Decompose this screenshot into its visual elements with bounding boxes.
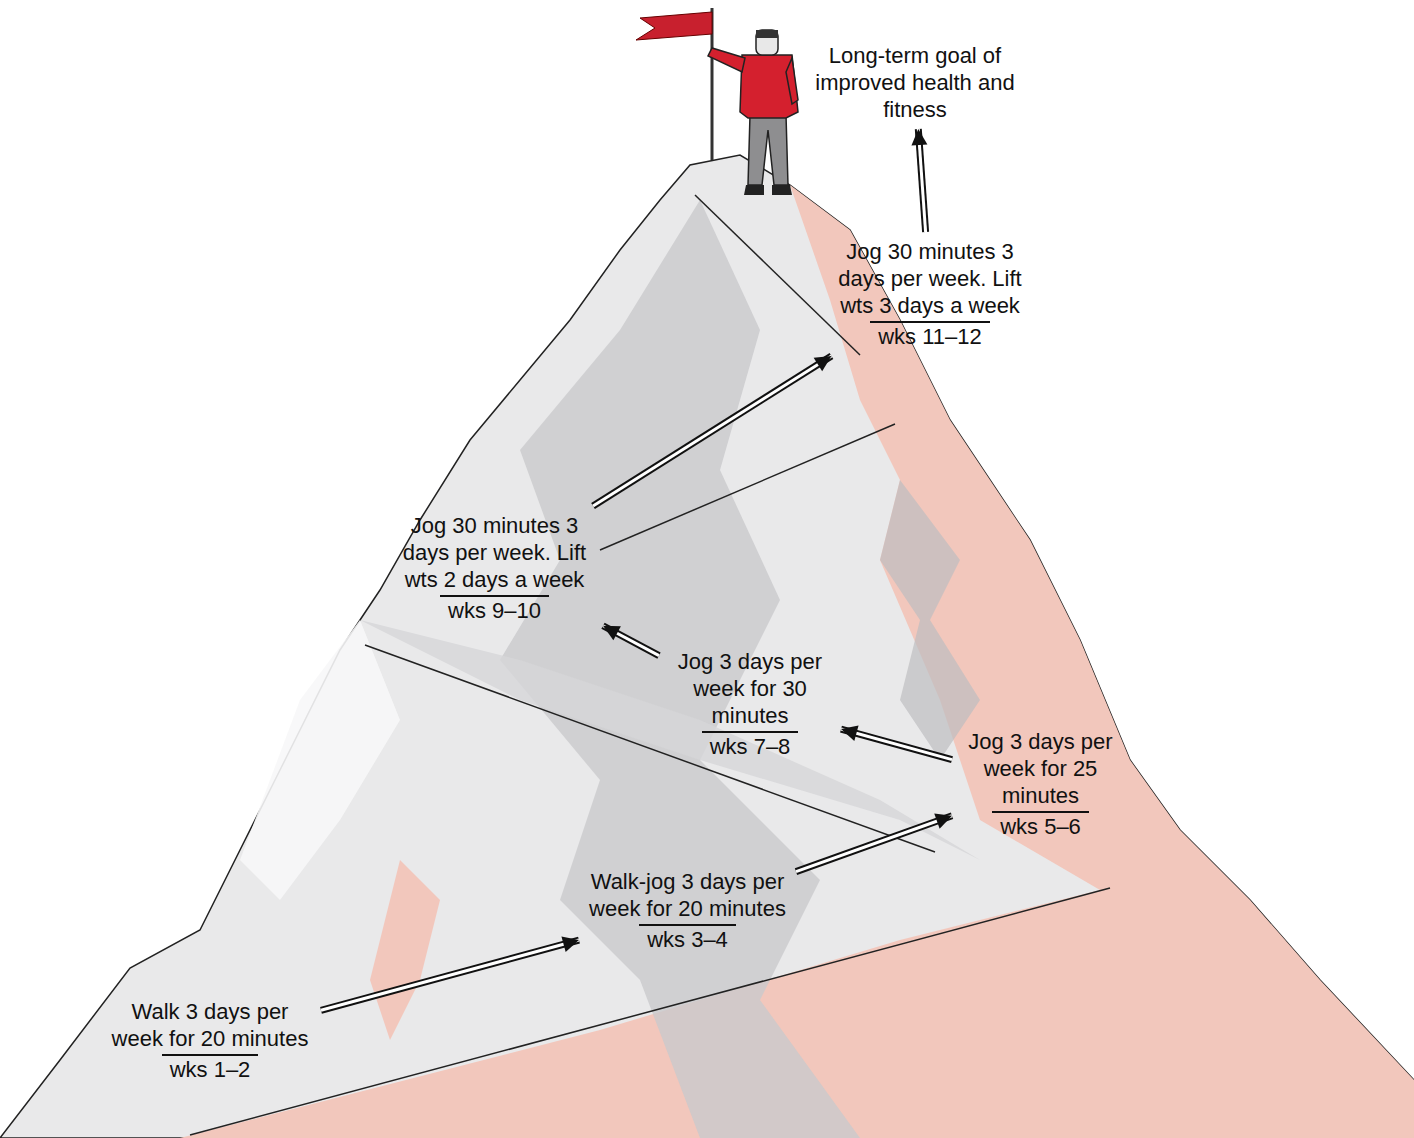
mountain-shade-gray <box>500 200 860 1138</box>
week-range: wks 5–6 <box>992 811 1089 840</box>
arrow-shaft <box>603 626 659 656</box>
week-range: wks 3–4 <box>639 924 736 953</box>
stage-text: Jog 3 days per week for 30 minutes <box>665 648 835 729</box>
week-range: wks 1–2 <box>162 1054 259 1083</box>
arrow-head <box>814 356 832 371</box>
stage-label: Walk-jog 3 days per week for 20 minutesw… <box>585 868 790 953</box>
goal-label: Long-term goal of improved health and fi… <box>800 42 1030 123</box>
trail-line <box>365 645 935 852</box>
progress-arrow <box>841 726 952 760</box>
stage-text: Jog 3 days per week for 25 minutes <box>958 728 1123 809</box>
flag <box>636 12 712 40</box>
arrow-head <box>934 814 952 829</box>
mountain-shade-gray <box>880 480 980 760</box>
stage-label: Jog 3 days per week for 25 minuteswks 5–… <box>958 728 1123 840</box>
stage-label: Jog 30 minutes 3 days per week. Lift wts… <box>392 512 597 624</box>
progress-arrow <box>796 814 952 872</box>
trail-line <box>190 888 1110 1135</box>
stage-text: Jog 30 minutes 3 days per week. Lift wts… <box>392 512 597 593</box>
arrow-shaft <box>321 940 579 1010</box>
arrow-head <box>911 129 927 146</box>
stage-label: Jog 30 minutes 3 days per week. Lift wts… <box>825 238 1035 350</box>
arrow-shaft <box>918 129 925 232</box>
mountain-shade-gray <box>360 620 980 860</box>
arrow-shaft <box>796 816 952 872</box>
progress-arrow <box>603 626 659 656</box>
trail-line <box>695 195 860 355</box>
arrow-shaft <box>593 356 831 506</box>
stage-label: Walk 3 days per week for 20 minuteswks 1… <box>105 998 315 1083</box>
arrow-shaft <box>796 816 952 872</box>
progress-arrow <box>321 937 579 1011</box>
stage-text: Jog 30 minutes 3 days per week. Lift wts… <box>825 238 1035 319</box>
arrow-head <box>841 726 859 741</box>
stage-text: Walk-jog 3 days per week for 20 minutes <box>585 868 790 922</box>
arrow-shaft <box>593 356 831 506</box>
arrow-shaft <box>603 626 659 656</box>
progress-arrow <box>593 356 831 506</box>
stage-text: Walk 3 days per week for 20 minutes <box>105 998 315 1052</box>
progress-arrow <box>911 129 927 232</box>
climber-figure <box>708 30 798 195</box>
arrow-shaft <box>321 940 579 1010</box>
stage-text: Long-term goal of improved health and fi… <box>800 42 1030 123</box>
mountain-shade-pink <box>370 860 440 1040</box>
week-range: wks 7–8 <box>702 731 799 760</box>
mountain-shade-white <box>240 620 400 900</box>
mountain-body <box>0 155 1414 1138</box>
week-range: wks 9–10 <box>440 595 549 624</box>
arrow-head <box>561 937 579 952</box>
arrow-shaft <box>918 129 925 232</box>
stage-label: Jog 3 days per week for 30 minuteswks 7–… <box>665 648 835 760</box>
arrow-shaft <box>841 729 952 760</box>
trail-line <box>600 424 895 550</box>
arrow-shaft <box>841 729 952 760</box>
week-range: wks 11–12 <box>870 321 990 350</box>
arrow-head <box>603 626 621 641</box>
mountain-shade-pink <box>180 185 1414 1138</box>
